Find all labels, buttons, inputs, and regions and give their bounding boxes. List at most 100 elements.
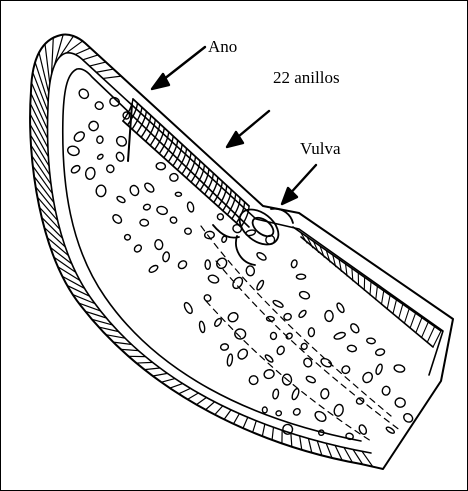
granule xyxy=(125,235,131,241)
annulation-line xyxy=(89,62,105,66)
granule xyxy=(382,386,391,396)
annulation-line xyxy=(30,135,49,166)
granule xyxy=(199,321,206,333)
granule xyxy=(162,251,170,262)
annulation-line xyxy=(54,35,63,66)
granule xyxy=(227,354,234,367)
granule xyxy=(115,135,129,148)
granule xyxy=(347,345,357,353)
granule xyxy=(349,322,360,334)
granule xyxy=(133,244,143,254)
annulation-line xyxy=(272,427,273,440)
annulation-line xyxy=(308,438,311,452)
granule xyxy=(256,280,265,291)
annulation-line xyxy=(253,421,257,433)
granule xyxy=(272,299,284,308)
annulation-line xyxy=(153,373,167,376)
granule xyxy=(129,184,140,197)
granule xyxy=(290,259,297,268)
granule xyxy=(275,410,281,416)
granule xyxy=(264,354,274,363)
label-vulva: Vulva xyxy=(300,140,341,157)
annulation-line xyxy=(243,417,248,428)
granule xyxy=(299,290,311,300)
granule xyxy=(375,363,384,375)
granule xyxy=(207,274,219,285)
annulation-line xyxy=(188,393,199,399)
annulation-line xyxy=(376,286,378,299)
granule xyxy=(215,256,229,270)
granule xyxy=(169,216,178,224)
annulation-line xyxy=(83,55,98,60)
granule xyxy=(184,228,191,235)
granule xyxy=(245,229,256,236)
annulation-line xyxy=(370,282,371,295)
granule xyxy=(336,302,346,314)
annulation-line xyxy=(179,388,191,393)
ring-lines xyxy=(123,99,249,227)
annulation-line xyxy=(103,76,121,78)
annulation-line xyxy=(234,414,240,424)
granule xyxy=(94,101,104,111)
annulation-line xyxy=(326,443,332,458)
granule xyxy=(385,426,395,434)
granule xyxy=(170,173,179,181)
annulation-line xyxy=(170,384,183,389)
annulation-line xyxy=(206,402,215,410)
annulation-line xyxy=(30,104,47,139)
granule xyxy=(96,136,103,144)
annulation-line xyxy=(410,313,415,328)
annulation-line xyxy=(224,410,231,420)
label-rings: 22 anillos xyxy=(273,69,340,86)
granule xyxy=(366,338,375,345)
granule xyxy=(296,274,305,279)
granule xyxy=(183,301,194,314)
granule xyxy=(177,259,188,270)
granule xyxy=(236,347,249,361)
granule xyxy=(105,164,115,174)
granule xyxy=(87,119,100,132)
annulation-line xyxy=(30,114,48,148)
annulation-line xyxy=(121,349,139,350)
ventral-annulations xyxy=(301,233,441,347)
granule xyxy=(361,371,374,385)
granule xyxy=(220,343,229,350)
granule xyxy=(148,264,159,274)
annulation-line xyxy=(137,362,153,363)
annulation-line xyxy=(31,93,48,129)
annulation-line xyxy=(416,318,422,333)
arrow-rings-icon xyxy=(227,111,269,147)
granule xyxy=(263,369,275,380)
granule xyxy=(187,201,195,212)
ringed-segment xyxy=(123,99,249,227)
granule xyxy=(156,162,166,170)
annulation-line xyxy=(96,69,113,72)
granule xyxy=(85,167,96,180)
granule xyxy=(154,239,163,250)
granule xyxy=(356,397,365,405)
annulation-line xyxy=(381,291,383,305)
granule xyxy=(305,375,316,384)
granule xyxy=(345,432,354,440)
annulation-line xyxy=(300,436,302,450)
annulation-line xyxy=(145,368,160,370)
annulation-line xyxy=(215,406,223,415)
annulation-line xyxy=(404,309,409,324)
granule xyxy=(285,332,293,340)
granule xyxy=(308,328,314,337)
granule xyxy=(333,403,345,417)
granule xyxy=(96,185,106,197)
granule xyxy=(143,203,151,210)
granule xyxy=(140,219,149,226)
granule xyxy=(340,364,351,375)
annulation-line xyxy=(75,48,90,55)
granule xyxy=(320,388,329,399)
internal-contours xyxy=(201,226,401,441)
arrow-ano-icon xyxy=(152,47,205,89)
granule xyxy=(393,364,405,373)
granule xyxy=(333,331,346,340)
annulation-line xyxy=(387,295,390,309)
annulation-line xyxy=(317,441,322,456)
granule xyxy=(249,376,258,385)
